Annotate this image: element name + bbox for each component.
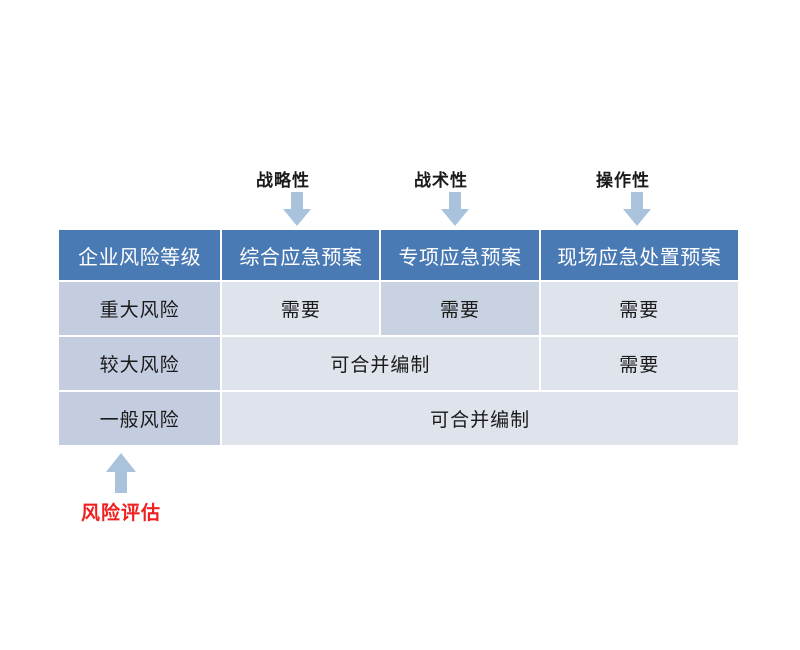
arrow-head bbox=[623, 209, 651, 226]
callout-label-operational: 操作性 bbox=[596, 171, 650, 190]
column-header-onsite-plan: 现场应急处置预案 bbox=[540, 230, 738, 280]
row-header-larger-risk: 较大风险 bbox=[59, 337, 221, 390]
risk-plan-matrix-table: 企业风险等级 综合应急预案 专项应急预案 现场应急处置预案 重大风险 需要 需要… bbox=[57, 228, 740, 447]
cell-major-special: 需要 bbox=[381, 282, 539, 335]
column-header-special-plan: 专项应急预案 bbox=[381, 230, 539, 280]
arrow-head bbox=[283, 209, 311, 226]
table-row: 重大风险 需要 需要 需要 bbox=[59, 282, 738, 335]
arrow-head bbox=[441, 209, 469, 226]
arrow-down-icon-strategic bbox=[283, 192, 311, 226]
cell-major-onsite: 需要 bbox=[540, 282, 738, 335]
table-row: 较大风险 可合并编制 需要 bbox=[59, 337, 738, 390]
callout-label-strategic: 战略性 bbox=[256, 171, 310, 190]
cell-major-comprehensive: 需要 bbox=[222, 282, 380, 335]
table-header: 企业风险等级 综合应急预案 专项应急预案 现场应急处置预案 bbox=[59, 230, 738, 280]
risk-assessment-annotation: 风险评估 bbox=[80, 503, 162, 524]
cell-larger-merged: 可合并编制 bbox=[222, 337, 539, 390]
arrow-shaft bbox=[291, 192, 303, 210]
arrow-shaft bbox=[449, 192, 461, 210]
cell-larger-onsite: 需要 bbox=[540, 337, 738, 390]
table-header-row: 企业风险等级 综合应急预案 专项应急预案 现场应急处置预案 bbox=[59, 230, 738, 280]
column-header-risk-level: 企业风险等级 bbox=[59, 230, 221, 280]
column-header-comprehensive-plan: 综合应急预案 bbox=[222, 230, 380, 280]
row-header-general-risk: 一般风险 bbox=[59, 392, 221, 445]
arrow-down-icon-tactical bbox=[441, 192, 469, 226]
arrow-up-icon-risk-assessment bbox=[106, 453, 136, 493]
cell-general-merged: 可合并编制 bbox=[222, 392, 738, 445]
arrow-head bbox=[106, 453, 136, 472]
arrow-shaft bbox=[115, 471, 127, 493]
table-body: 重大风险 需要 需要 需要 较大风险 可合并编制 需要 一般风险 可合并编制 bbox=[59, 282, 738, 445]
row-header-major-risk: 重大风险 bbox=[59, 282, 221, 335]
arrow-shaft bbox=[631, 192, 643, 210]
callout-label-tactical: 战术性 bbox=[414, 171, 468, 190]
table-row: 一般风险 可合并编制 bbox=[59, 392, 738, 445]
arrow-down-icon-operational bbox=[623, 192, 651, 226]
